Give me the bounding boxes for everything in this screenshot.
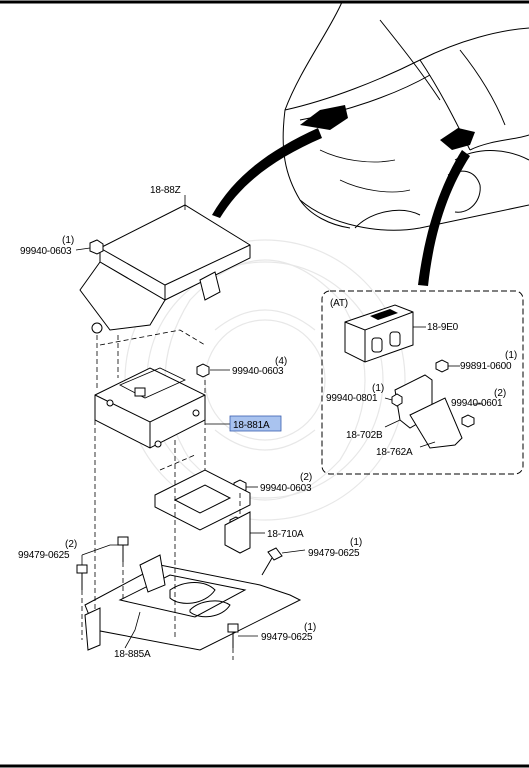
label-pcm[interactable]: 18-881A bbox=[233, 420, 270, 431]
qty-bolt-right: (1) bbox=[350, 537, 362, 548]
label-tray: 18-885A bbox=[114, 649, 151, 660]
qty-bolt-bottom: (1) bbox=[304, 622, 316, 633]
car-front-illustration bbox=[282, 1, 529, 231]
pcm-module-part bbox=[94, 367, 206, 449]
label-nut-top-left: 99940-0603 bbox=[20, 246, 72, 257]
alignment-lines bbox=[81, 329, 241, 660]
qty-bolt-a: (1) bbox=[372, 383, 384, 394]
leader-lines bbox=[75, 195, 306, 649]
label-bracket-710: 18-710A bbox=[267, 529, 304, 540]
at-inset: (AT) 18-9E0 (1) 99891-0600 (1) 999 bbox=[321, 290, 524, 475]
qty-nut-mid: (4) bbox=[275, 356, 287, 367]
label-nut-b: 99940-0601 bbox=[451, 398, 503, 409]
box-cover-part bbox=[79, 204, 251, 334]
at-bracket-parts bbox=[391, 359, 475, 449]
tray-part bbox=[84, 554, 302, 651]
label-nut-a: 99891-0600 bbox=[460, 361, 512, 372]
qty-nut-a: (1) bbox=[505, 350, 517, 361]
label-nut-mid: 99940-0603 bbox=[232, 366, 284, 377]
qty-nut-lower: (2) bbox=[300, 472, 312, 483]
pcm-label-highlight bbox=[229, 415, 282, 432]
label-bolt-right: 99479-0625 bbox=[308, 548, 360, 559]
label-bracket-a: 18-762A bbox=[376, 447, 413, 458]
tcm-unit-part bbox=[344, 304, 414, 363]
label-bracket-b: 18-702B bbox=[346, 430, 383, 441]
qty-bolt-left: (2) bbox=[65, 539, 77, 550]
qty-nut-top-left: (1) bbox=[62, 235, 74, 246]
label-bolt-a: 99940-0801 bbox=[326, 393, 378, 404]
label-tcm: 18-9E0 bbox=[427, 322, 459, 333]
label-nut-lower: 99940-0603 bbox=[260, 483, 312, 494]
pointer-arrow-right bbox=[418, 150, 470, 286]
label-bolt-left: 99479-0625 bbox=[18, 550, 70, 561]
label-bolt-bottom: 99479-0625 bbox=[261, 632, 313, 643]
at-inset-title: (AT) bbox=[330, 298, 348, 309]
pointer-arrow-left bbox=[212, 128, 322, 218]
label-box-cover: 18-88Z bbox=[150, 185, 181, 196]
qty-nut-b: (2) bbox=[494, 388, 506, 399]
